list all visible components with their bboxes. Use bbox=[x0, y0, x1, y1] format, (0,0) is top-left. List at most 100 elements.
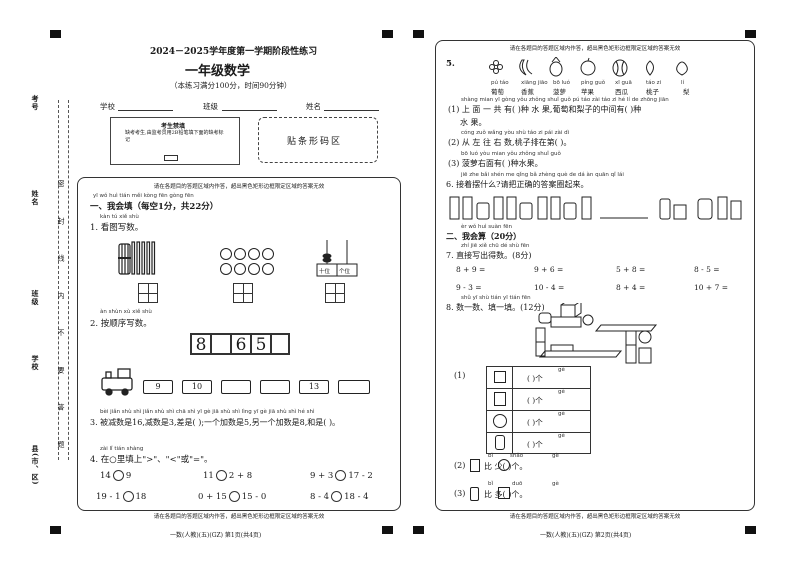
count-blank[interactable]: ( )个 bbox=[527, 396, 543, 405]
pinyin: shǔ yī shù tián yī tián fēn bbox=[461, 295, 531, 301]
ones-label: 个位 bbox=[339, 269, 351, 275]
answer-notice: 请在各题目的答题区域内作答，超出黑色矩形边框限定区域的答案无效 bbox=[509, 514, 681, 520]
absence-title: 考生禁填 bbox=[161, 123, 186, 130]
count-blank[interactable]: ( )个 bbox=[527, 374, 543, 383]
train-car[interactable] bbox=[260, 380, 290, 394]
fruit-name: 西瓜 bbox=[615, 88, 628, 96]
compare-circle[interactable] bbox=[335, 470, 347, 481]
table-divider bbox=[487, 388, 590, 389]
seq-cell-blank[interactable] bbox=[211, 334, 231, 354]
abacus-image bbox=[315, 238, 359, 278]
compare-circle[interactable] bbox=[112, 470, 124, 481]
compare-circle[interactable] bbox=[228, 491, 240, 502]
page-footer-left: 一数(人教)(五)(GZ) 第1页(共4页) bbox=[170, 532, 262, 539]
sphere-icon bbox=[493, 414, 507, 428]
count-blank[interactable]: ( )个 bbox=[527, 440, 543, 449]
answer-grid-abacus[interactable] bbox=[325, 283, 345, 303]
train-car[interactable] bbox=[338, 380, 370, 394]
q8-text: 8. 数一数、填一填。(12分) bbox=[446, 303, 545, 312]
q7-text: 7. 直接写出得数。(8分) bbox=[446, 251, 532, 260]
calc-item[interactable]: 8 + 9 = bbox=[456, 265, 486, 274]
q3-text: 3. 被减数是16,减数是3,差是( );一个加数是5,另一个加数是8,和是( … bbox=[90, 418, 341, 427]
pinyin: duō bbox=[512, 481, 523, 487]
seq-cell: 6 bbox=[231, 334, 251, 355]
pinyin: xiāng jiāo bbox=[521, 80, 548, 86]
q6-text: 6. 接着摆什么?请把正确的答案圈起来。 bbox=[446, 180, 589, 189]
answer-grid-sticks[interactable] bbox=[138, 283, 158, 303]
block-figure bbox=[531, 300, 666, 368]
pinyin: bō luó bbox=[553, 80, 570, 86]
answer-notice: 请在各题目的答题区域内作答，超出黑色矩形边框限定区域的答案无效 bbox=[509, 46, 681, 52]
fruit-name: 葡萄 bbox=[491, 88, 504, 96]
q4-text: 4. 在○里填上">"、"<"或"="。 bbox=[90, 455, 213, 465]
corner-mark bbox=[382, 526, 393, 534]
pinyin: gè bbox=[558, 367, 565, 373]
q5-1-text: (1) 上 面 一 共 有( )种 水 果,葡萄和梨子的中间有( )种 bbox=[448, 105, 642, 114]
pinyin: gè bbox=[552, 481, 559, 487]
absence-box: 考生禁填 缺考考生,由监考员用2B铅笔填下面的缺考标记 bbox=[110, 117, 240, 165]
compare-circle[interactable] bbox=[331, 491, 343, 502]
q1-text: 1. 看图写数。 bbox=[90, 223, 144, 233]
calc-item[interactable]: 10 + 7 = bbox=[694, 283, 729, 292]
calc-item[interactable]: 5 + 8 = bbox=[616, 265, 646, 274]
calc-item[interactable]: 9 - 3 = bbox=[456, 283, 482, 292]
seal-line bbox=[58, 100, 59, 460]
side-xingming: 姓名 bbox=[31, 190, 40, 206]
train-number: 9 bbox=[155, 382, 161, 391]
compare-circle[interactable] bbox=[122, 491, 134, 502]
q8-3-label: (3) bbox=[454, 489, 466, 498]
absence-text: 缺考考生,由监考员用2B铅笔填下面的缺考标记 bbox=[125, 130, 224, 143]
q8-2-label: (2) bbox=[454, 461, 466, 470]
pinyin: lí bbox=[681, 80, 685, 86]
q2-text: 2. 按顺序写数。 bbox=[90, 319, 152, 329]
stick-bundles bbox=[118, 240, 158, 276]
seq-cell-blank[interactable] bbox=[271, 334, 289, 354]
answer-panel-left: 请在各题目的答题区域内作答，超出黑色矩形边框限定区域的答案无效 yī wǒ hu… bbox=[77, 177, 401, 511]
cylinder-icon bbox=[495, 435, 505, 450]
name-field[interactable] bbox=[324, 110, 379, 111]
school-field[interactable] bbox=[118, 110, 173, 111]
calc-item[interactable]: 10 - 4 = bbox=[534, 283, 565, 292]
pinyin: bèi jiǎn shù shì jiǎn shù shì chā shì yī… bbox=[100, 409, 315, 415]
corner-mark bbox=[413, 30, 424, 38]
pinyin: gè bbox=[558, 411, 565, 417]
pinyin: gè bbox=[552, 453, 559, 459]
corner-mark bbox=[745, 526, 756, 534]
pinyin: jiē zhe bǎi shén me qǐng bǎ zhèng què de… bbox=[461, 172, 624, 178]
compare-circle[interactable] bbox=[215, 470, 227, 481]
q8-2-text: 比 少( )个。 bbox=[484, 462, 528, 471]
calc-item[interactable]: 9 + 6 = bbox=[534, 265, 564, 274]
absence-mark[interactable] bbox=[164, 155, 178, 161]
pinyin: shǎo bbox=[510, 453, 524, 459]
q5-label: 5. bbox=[446, 59, 455, 69]
count-blank[interactable]: ( )个 bbox=[527, 418, 543, 427]
q5-2-text: (2) 从 左 往 右 数,桃子排在第( )。 bbox=[448, 138, 572, 147]
calc-item[interactable]: 8 - 5 = bbox=[694, 265, 720, 274]
seq-cell: 5 bbox=[251, 334, 271, 355]
side-xuexiao: 学校 bbox=[31, 355, 40, 371]
cube-icon bbox=[494, 371, 506, 383]
fruit-row bbox=[486, 56, 706, 77]
class-field[interactable] bbox=[222, 110, 277, 111]
train-car: 13 bbox=[299, 380, 329, 394]
pinyin: àn shùn xù xiě shù bbox=[100, 309, 152, 315]
pinyin: pú táo bbox=[491, 80, 509, 86]
fruit-name: 苹果 bbox=[581, 88, 594, 96]
answer-grid-apples[interactable] bbox=[233, 283, 253, 303]
pinyin: xī guā bbox=[615, 80, 632, 86]
train-engine bbox=[100, 366, 140, 396]
train-number: 10 bbox=[191, 382, 203, 391]
corner-mark bbox=[382, 30, 393, 38]
train-car[interactable] bbox=[221, 380, 251, 394]
section-1-title: 一、我会填（每空1分，共22分） bbox=[90, 202, 219, 212]
barcode-label: 贴条形码区 bbox=[287, 137, 343, 147]
pinyin: zhí jiē xiě chū dé shù fēn bbox=[461, 243, 530, 249]
side-banji: 班级 bbox=[31, 290, 40, 306]
page-footer-right: 一数(人教)(五)(GZ) 第2页(共4页) bbox=[540, 532, 632, 539]
calc-item[interactable]: 8 + 4 = bbox=[616, 283, 646, 292]
pattern-row bbox=[448, 193, 748, 221]
pinyin: gè bbox=[558, 389, 565, 395]
barcode-area: 贴条形码区 bbox=[258, 117, 378, 163]
